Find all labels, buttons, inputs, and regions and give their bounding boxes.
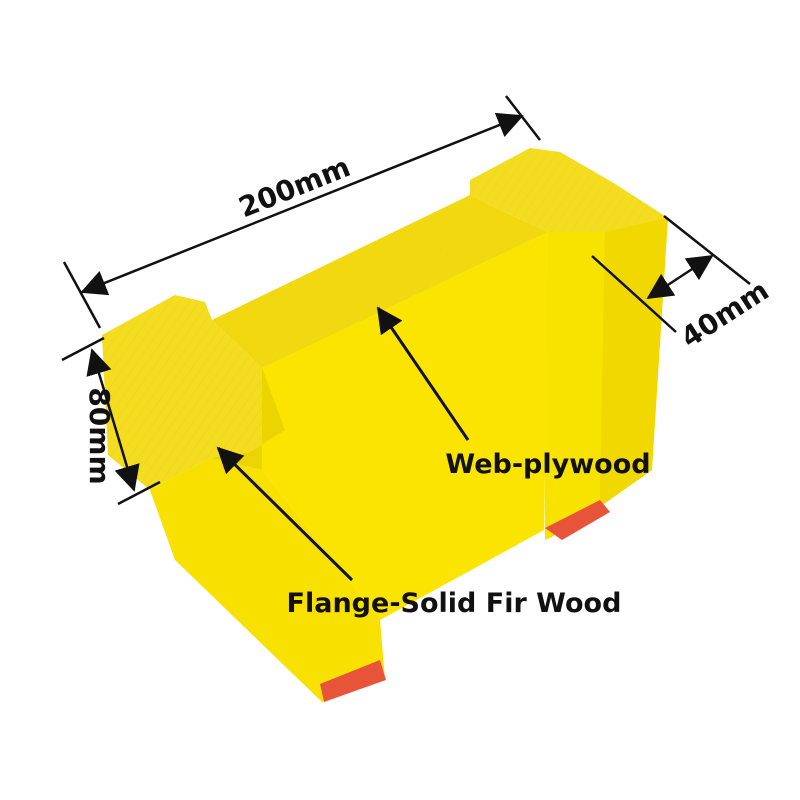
width-label: 40mm: [675, 274, 775, 355]
flange-callout-label: Flange-Solid Fir Wood: [287, 588, 622, 619]
front-flange-front: [150, 458, 385, 702]
callout-flange: Flange-Solid Fir Wood: [216, 446, 622, 619]
back-end-cap: [545, 500, 610, 540]
web-callout-label: Web-plywood: [445, 449, 650, 480]
web-side: [262, 232, 548, 620]
back-flange-front: [544, 232, 605, 540]
beam: [102, 148, 668, 702]
callout-web: Web-plywood: [376, 306, 651, 480]
dimension-height: 80mm: [61, 336, 161, 506]
length-label: 200mm: [234, 150, 355, 224]
front-flange-side: [210, 368, 285, 470]
height-label: 80mm: [83, 387, 116, 484]
front-end-cap: [320, 660, 386, 702]
